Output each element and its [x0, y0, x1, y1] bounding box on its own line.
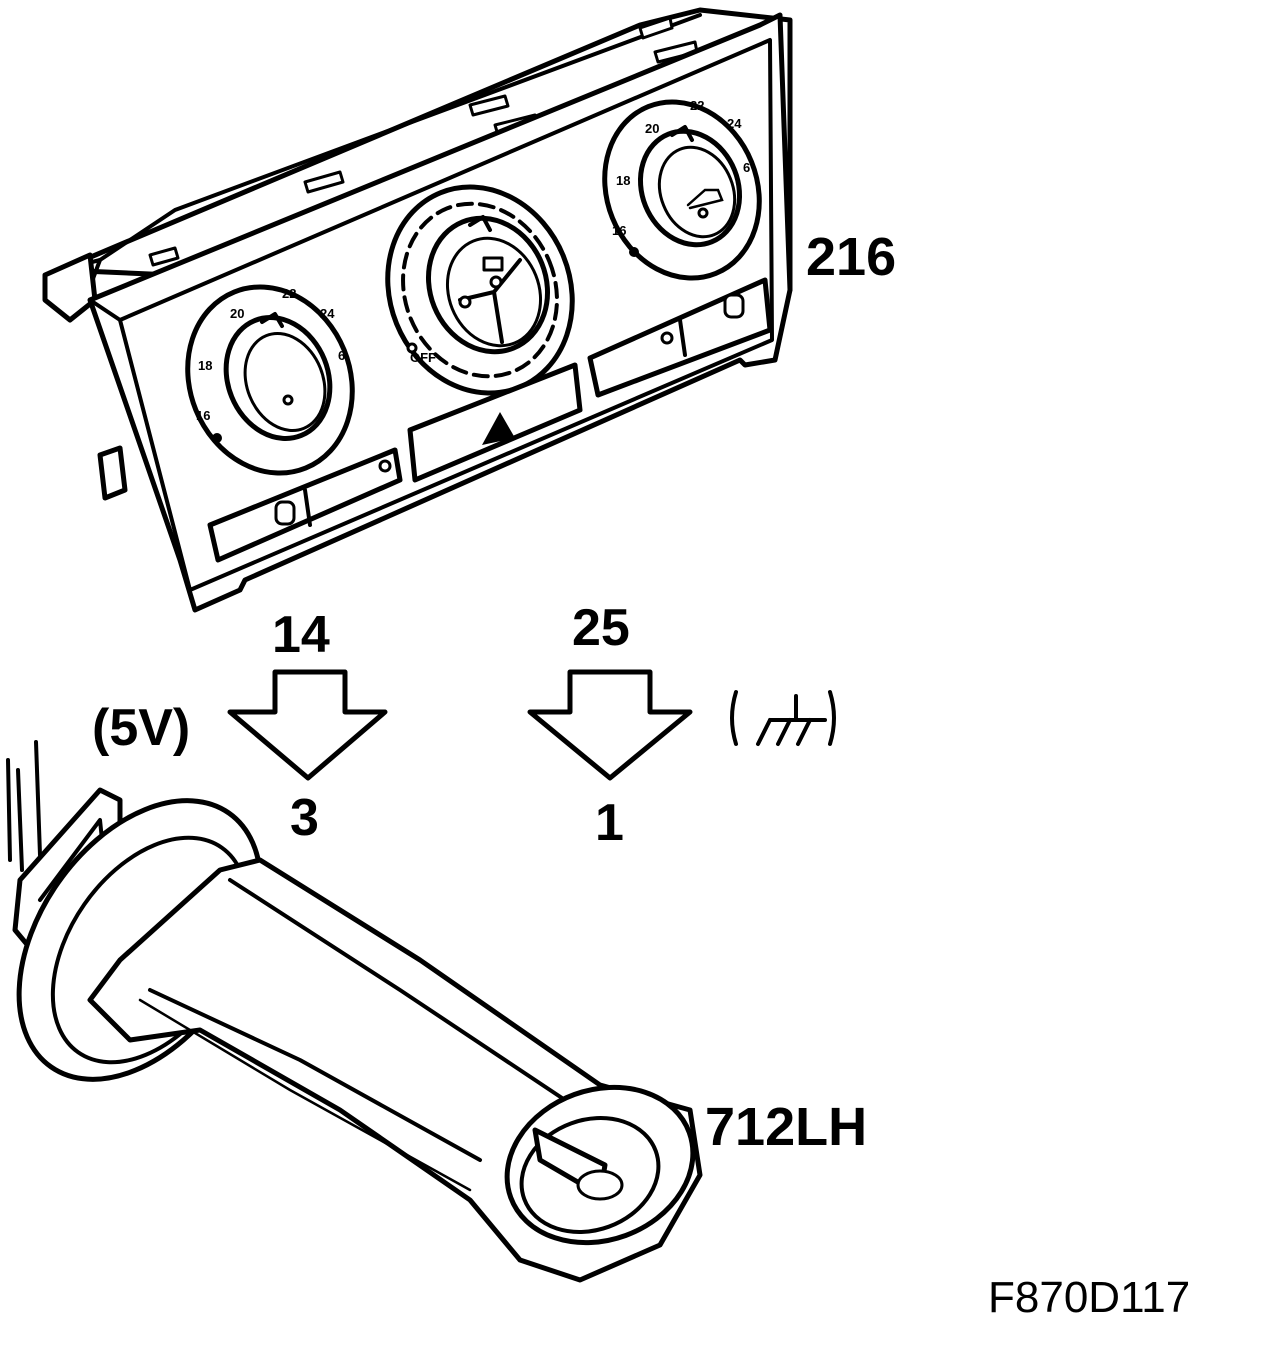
- left-button-row[interactable]: [207, 447, 403, 563]
- label-pin-1: 1: [595, 794, 624, 852]
- temperature-dial-right[interactable]: 16 18 20 22 24 6: [579, 78, 786, 301]
- label-signal-5v: (5V): [92, 699, 190, 757]
- dial-right-label-6: 6: [743, 160, 750, 175]
- label-control-panel: 216: [806, 227, 896, 287]
- recirculation-icon: [686, 188, 724, 219]
- connection-arrow-14-to-3: [227, 669, 388, 781]
- hazard-button[interactable]: [407, 362, 583, 483]
- defrost-icon: [482, 256, 504, 272]
- connection-arrow-25-to-1: [527, 669, 693, 781]
- climate-control-panel: 16 18 20 22 24 6 OFF: [42, 7, 793, 613]
- fan-off-label: OFF: [410, 350, 436, 365]
- dial-left-label-6: 6: [338, 348, 345, 363]
- temperature-sensor: [6, 740, 703, 1283]
- ground-icon: [730, 690, 836, 746]
- label-pin-3: 3: [290, 789, 319, 847]
- dial-right-label-20: 20: [645, 121, 659, 136]
- dial-right-label-24: 24: [727, 116, 742, 131]
- temperature-dial-left[interactable]: 16 18 20 22 24 6: [160, 262, 380, 498]
- dial-left-label-24: 24: [320, 306, 335, 321]
- dial-left-label-16: 16: [196, 408, 210, 423]
- label-pin-25: 25: [572, 599, 630, 657]
- right-button-row[interactable]: [587, 277, 773, 398]
- label-pin-14: 14: [272, 606, 330, 664]
- dial-left-label-18: 18: [198, 358, 212, 373]
- dial-left-label-22: 22: [282, 286, 296, 301]
- dial-right-label-22: 22: [690, 98, 704, 113]
- figure-code: F870D117: [988, 1273, 1190, 1322]
- dial-left-label-20: 20: [230, 306, 244, 321]
- hazard-warning-icon: [482, 412, 515, 445]
- label-sensor: 712LH: [705, 1097, 867, 1157]
- fan-mode-dial-center[interactable]: OFF: [357, 159, 603, 421]
- dial-right-label-16: 16: [612, 223, 626, 238]
- dial-right-label-18: 18: [616, 173, 630, 188]
